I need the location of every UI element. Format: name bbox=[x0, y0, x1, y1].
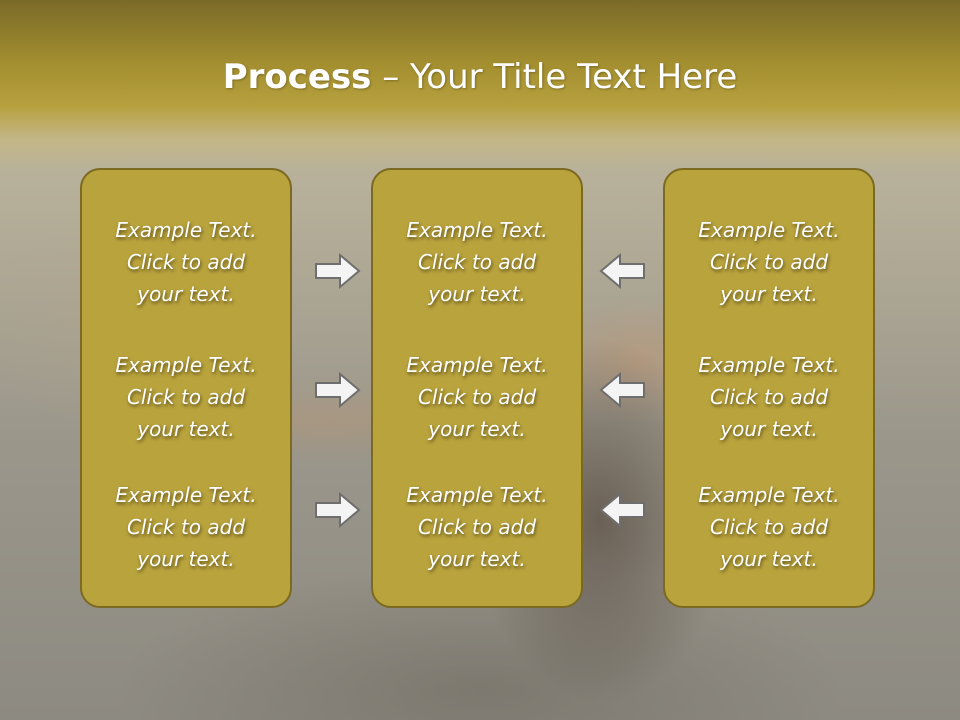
text-line: your text. bbox=[720, 282, 818, 306]
text-line: Click to add bbox=[709, 515, 829, 539]
text-line: Example Text. bbox=[406, 218, 548, 242]
title-bold: Process bbox=[222, 57, 372, 97]
text-line: your text. bbox=[428, 547, 526, 571]
text-line: Click to add bbox=[709, 250, 829, 274]
right-arrow-icon bbox=[315, 371, 361, 409]
text-line: Example Text. bbox=[406, 353, 548, 377]
text-block[interactable]: Example Text. Click to add your text. bbox=[373, 349, 581, 445]
text-block[interactable]: Example Text. Click to add your text. bbox=[82, 214, 290, 310]
text-line: your text. bbox=[720, 417, 818, 441]
process-box-center[interactable]: Example Text. Click to add your text. Ex… bbox=[371, 168, 583, 608]
text-line: your text. bbox=[428, 282, 526, 306]
text-line: Click to add bbox=[126, 250, 246, 274]
text-block[interactable]: Example Text. Click to add your text. bbox=[665, 214, 873, 310]
left-arrow-icon bbox=[599, 371, 645, 409]
text-line: Click to add bbox=[709, 385, 829, 409]
text-line: your text. bbox=[428, 417, 526, 441]
text-line: Example Text. bbox=[698, 353, 840, 377]
text-line: Click to add bbox=[126, 515, 246, 539]
process-box-right[interactable]: Example Text. Click to add your text. Ex… bbox=[663, 168, 875, 608]
left-arrow-icon bbox=[599, 491, 645, 529]
text-block[interactable]: Example Text. Click to add your text. bbox=[665, 349, 873, 445]
right-arrow-icon bbox=[315, 491, 361, 529]
text-line: your text. bbox=[720, 547, 818, 571]
text-line: your text. bbox=[137, 417, 235, 441]
text-line: your text. bbox=[137, 282, 235, 306]
text-block[interactable]: Example Text. Click to add your text. bbox=[82, 479, 290, 575]
title-rest: – Your Title Text Here bbox=[371, 57, 738, 97]
text-block[interactable]: Example Text. Click to add your text. bbox=[665, 479, 873, 575]
title-band bbox=[0, 0, 960, 170]
text-line: Click to add bbox=[417, 515, 537, 539]
left-arrow-icon bbox=[599, 252, 645, 290]
text-line: Click to add bbox=[417, 385, 537, 409]
text-block[interactable]: Example Text. Click to add your text. bbox=[373, 214, 581, 310]
text-line: Example Text. bbox=[115, 483, 257, 507]
text-line: Example Text. bbox=[698, 218, 840, 242]
text-line: your text. bbox=[137, 547, 235, 571]
process-box-left[interactable]: Example Text. Click to add your text. Ex… bbox=[80, 168, 292, 608]
text-block[interactable]: Example Text. Click to add your text. bbox=[373, 479, 581, 575]
text-line: Example Text. bbox=[698, 483, 840, 507]
text-line: Example Text. bbox=[115, 218, 257, 242]
slide-title[interactable]: Process – Your Title Text Here bbox=[0, 52, 960, 102]
text-line: Example Text. bbox=[406, 483, 548, 507]
text-line: Example Text. bbox=[115, 353, 257, 377]
text-block[interactable]: Example Text. Click to add your text. bbox=[82, 349, 290, 445]
text-line: Click to add bbox=[126, 385, 246, 409]
text-line: Click to add bbox=[417, 250, 537, 274]
right-arrow-icon bbox=[315, 252, 361, 290]
